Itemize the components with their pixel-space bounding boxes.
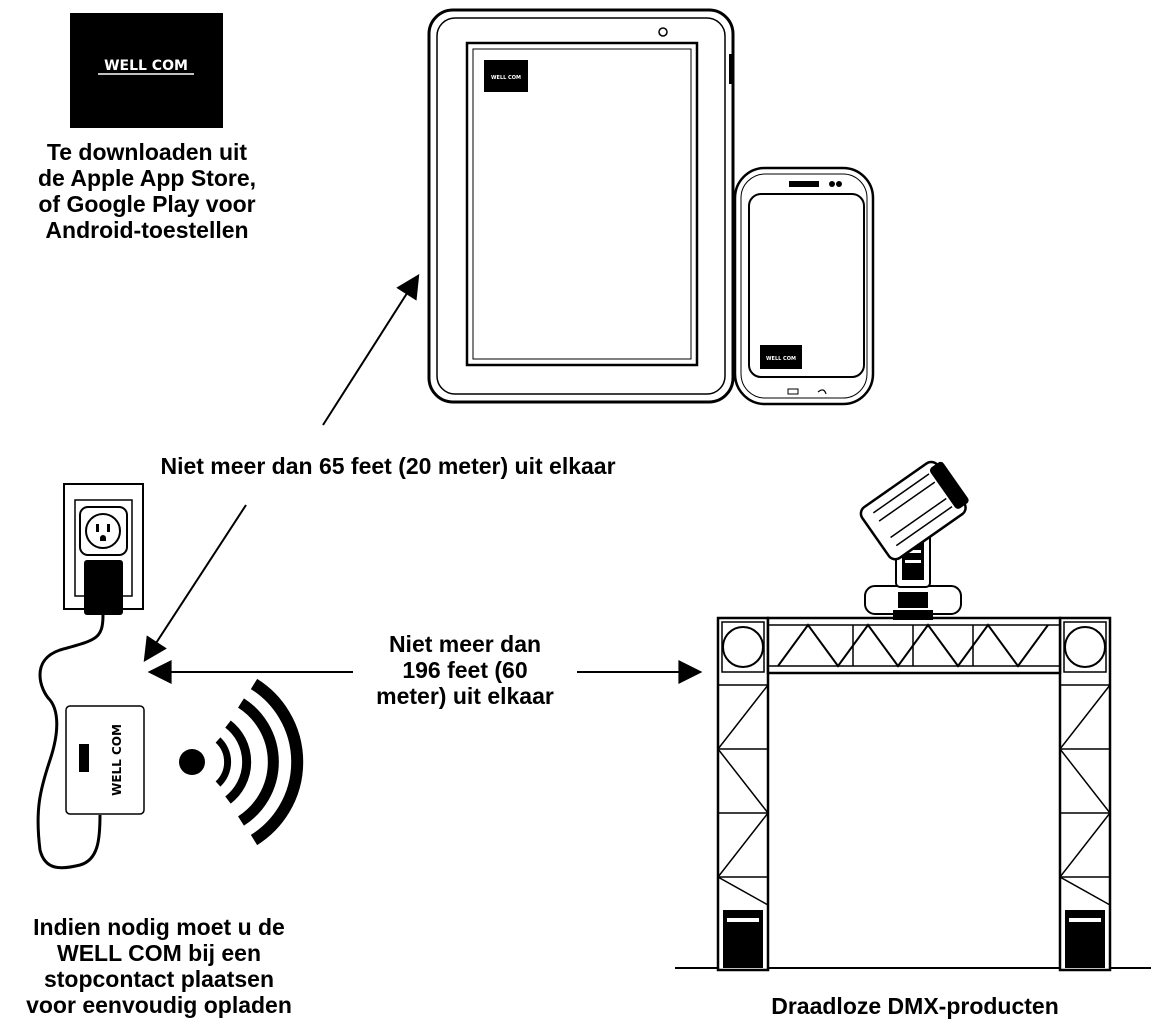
wireless-signal-icon [179, 678, 304, 846]
moving-head-fixture [859, 460, 969, 620]
device-label: WELL COM [110, 724, 124, 796]
wellcom-device-illustration: WELL COM [65, 705, 145, 815]
wall-outlet-illustration [36, 483, 144, 870]
tablet-illustration: WELL COM [427, 8, 735, 404]
charger-cable [36, 614, 105, 870]
svg-text:WELL COM: WELL COM [766, 356, 796, 362]
app-logo-text: WELL COM [104, 58, 188, 74]
arrow-to-tablet [322, 273, 420, 426]
svg-text:WELL COM: WELL COM [491, 75, 521, 81]
app-logo-tile: WELL COM [70, 13, 223, 128]
phone-illustration: WELL COM [733, 166, 875, 406]
phone-app-logo [760, 345, 802, 369]
truss-rig-illustration [675, 460, 1151, 972]
distance-label-wireless-app: Niet meer dan 65 feet (20 meter) uit elk… [160, 453, 616, 479]
dmx-products-caption: Draadloze DMX-producten [771, 993, 1059, 1019]
arrow-to-wellcom [143, 504, 247, 663]
device-brand-mark [79, 744, 89, 772]
tablet-app-logo [484, 60, 528, 92]
distance-label-dmx: Niet meer dan 196 feet (60 meter) uit el… [376, 631, 554, 709]
download-caption: Te downloaden uit de Apple App Store, of… [37, 139, 257, 243]
charging-caption: Indien nodig moet u de WELL COM bij een … [26, 914, 292, 1018]
charger-plug [84, 560, 123, 615]
